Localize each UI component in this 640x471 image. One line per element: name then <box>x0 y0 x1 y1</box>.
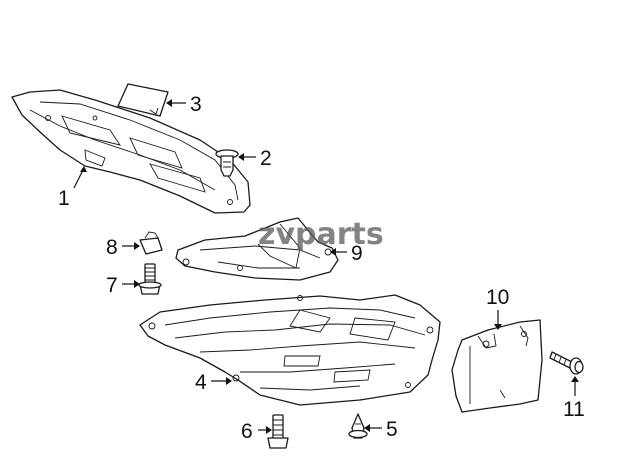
part-3-cover-plate <box>117 83 169 117</box>
part-8-clip-nut <box>139 231 163 255</box>
callout-3: 3 <box>190 93 202 116</box>
part-6-bolt <box>267 414 289 449</box>
callout-5: 5 <box>386 418 398 441</box>
part-1-front-undercover <box>11 89 251 214</box>
part-4-rear-undercover <box>139 294 441 406</box>
callout-6: 6 <box>241 420 253 443</box>
part-5-push-clip <box>348 413 368 439</box>
callout-1: 1 <box>58 187 70 210</box>
callout-7: 7 <box>106 274 118 297</box>
callout-8: 8 <box>106 236 118 259</box>
watermark-logo: zvparts <box>258 217 384 252</box>
callout-11: 11 <box>563 398 585 421</box>
callout-10: 10 <box>486 286 509 309</box>
callout-2: 2 <box>260 147 272 170</box>
leader-lines <box>73 99 579 434</box>
callout-4: 4 <box>195 371 207 394</box>
part-7-bolt <box>138 263 162 295</box>
part-11-flange-bolt <box>549 351 584 375</box>
part-2-push-clip <box>215 149 239 177</box>
part-10-side-cover <box>451 319 543 413</box>
callout-9: 9 <box>351 242 363 265</box>
